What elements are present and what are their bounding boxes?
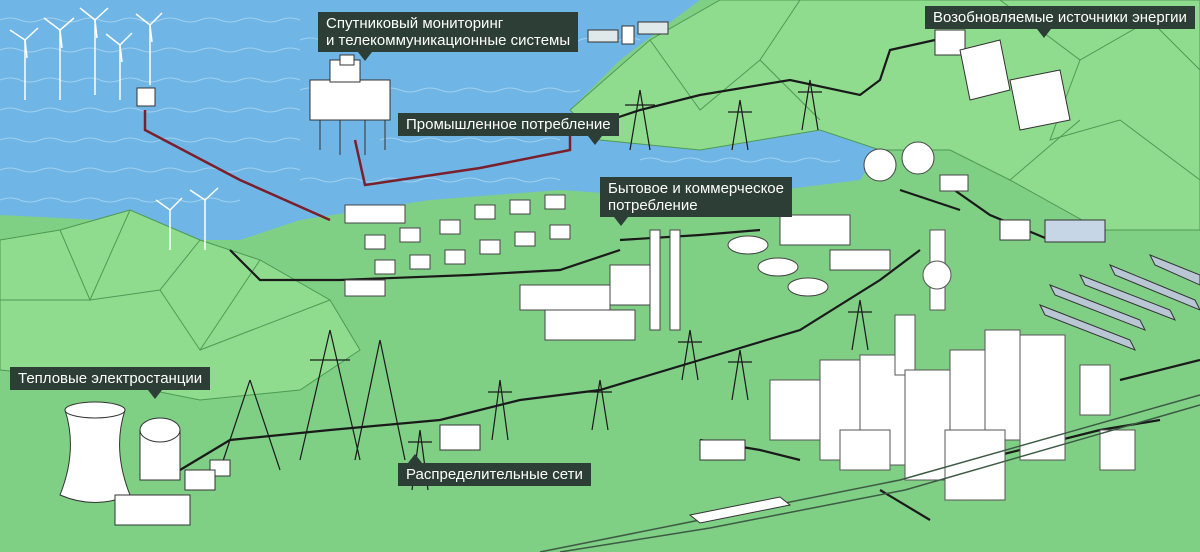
label-satellite-line2: и телекоммуникационные системы: [326, 32, 571, 49]
truck-icon: [999, 219, 1106, 243]
label-industrial: Промышленное потребление: [398, 113, 619, 145]
label-renewable: Возобновляемые источники энергии: [925, 6, 1195, 38]
city-buildings: [769, 229, 1136, 501]
label-domestic-line2: потребление: [608, 197, 698, 214]
solar-panel-icon: [1038, 254, 1200, 351]
submarine-cables: [143, 110, 572, 222]
label-satellite-line1: Спутниковый мониторинг: [326, 15, 504, 32]
power-tower-icon: [219, 79, 872, 491]
grid-lines: [179, 38, 1200, 521]
storage-tank-icon: [727, 141, 969, 297]
substation-icon: [209, 424, 746, 477]
dam-icon: [934, 29, 1071, 131]
label-thermal-plants: Тепловые электростанции: [10, 367, 211, 399]
factory-icon: [519, 229, 681, 341]
label-distribution-networks: Распределительные сети: [398, 454, 591, 486]
house-icon: [344, 194, 571, 297]
train-icon: [688, 496, 792, 524]
cooling-tower-icon: [59, 401, 216, 526]
oil-platform-icon: [309, 54, 391, 155]
label-satellite-monitoring: Спутниковый мониторинг и телекоммуникаци…: [318, 12, 579, 61]
wind-turbine-icon: [9, 7, 219, 250]
label-domestic: Бытовое и коммерческое потребление: [600, 177, 792, 226]
substation-icon: [136, 87, 156, 107]
label-domestic-line1: Бытовое и коммерческое: [608, 180, 784, 197]
railway: [539, 394, 1200, 552]
satellite-icon: [587, 21, 669, 45]
